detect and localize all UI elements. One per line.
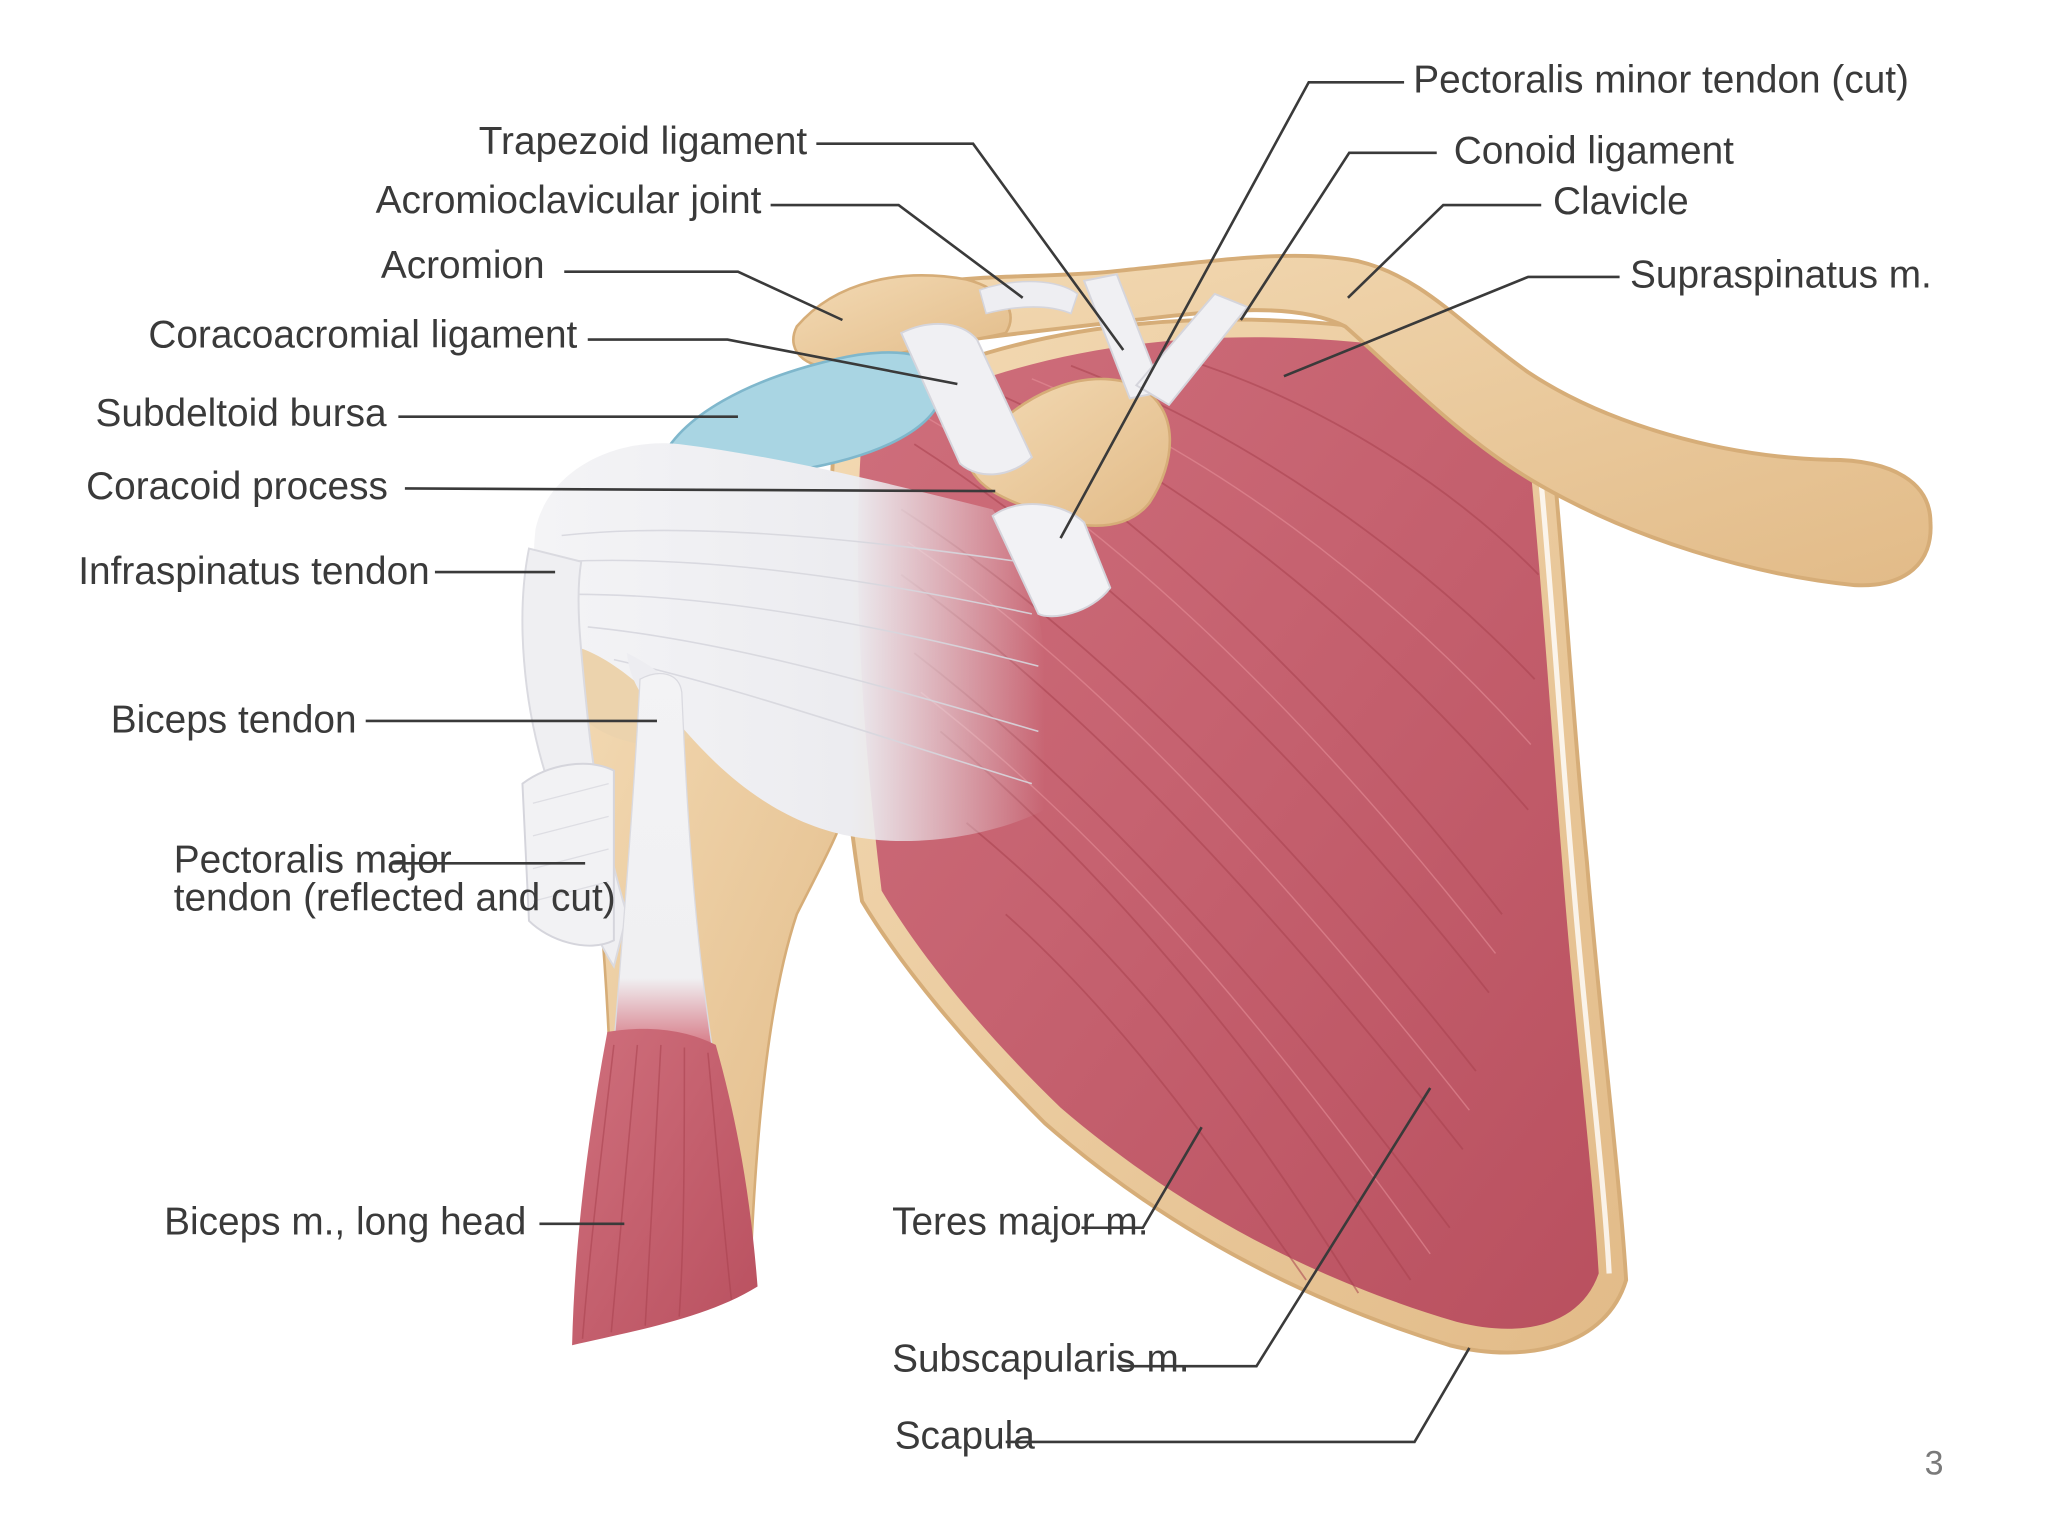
shoulder-illustration (521, 253, 1933, 1355)
label-pectoralis-minor-tendon: Pectoralis minor tendon (cut) (1413, 59, 1909, 102)
label-teres-major: Teres major m. (892, 1200, 1148, 1243)
ac-joint-capsule (978, 280, 1079, 315)
label-subdeltoid-bursa: Subdeltoid bursa (96, 392, 387, 435)
conoid-ligament-shape (1134, 292, 1249, 407)
clavicle-bone (833, 253, 1933, 588)
pectoralis-major-tendon-shape (521, 762, 615, 947)
label-trapezoid-ligament: Trapezoid ligament (479, 120, 808, 163)
label-subscapularis: Subscapularis m. (892, 1337, 1189, 1380)
label-pectoralis-major-line1: Pectoralis major (174, 838, 452, 881)
label-supraspinatus: Supraspinatus m. (1630, 253, 1932, 296)
label-clavicle: Clavicle (1553, 180, 1689, 223)
label-coracoid-process: Coracoid process (86, 465, 388, 508)
label-acromion: Acromion (381, 244, 545, 287)
label-biceps-tendon: Biceps tendon (111, 699, 357, 742)
rotator-cuff-tendons (533, 443, 1045, 842)
label-conoid-ligament: Conoid ligament (1454, 129, 1734, 172)
label-pectoralis-major-line2: tendon (reflected and cut) (174, 876, 616, 919)
page-number: 3 (1925, 1445, 1944, 1483)
label-coracoacromial-ligament: Coracoacromial ligament (148, 313, 577, 356)
biceps-long-head-shape (572, 1028, 758, 1346)
label-biceps-long-head: Biceps m., long head (164, 1200, 526, 1243)
label-acromioclavicular-joint: Acromioclavicular joint (376, 179, 762, 222)
labels: Pectoralis minor tendon (cut) Trapezoid … (78, 59, 1932, 1458)
label-infraspinatus-tendon: Infraspinatus tendon (78, 550, 429, 593)
scapula-medial-border (1538, 483, 1612, 1274)
label-scapula: Scapula (895, 1414, 1036, 1457)
pectoralis-minor-tendon-shape (991, 503, 1112, 618)
coracoacromial-ligament-shape (899, 323, 1034, 476)
leader-lines (365, 80, 1620, 1444)
biceps-tendon-shape (613, 672, 713, 1046)
